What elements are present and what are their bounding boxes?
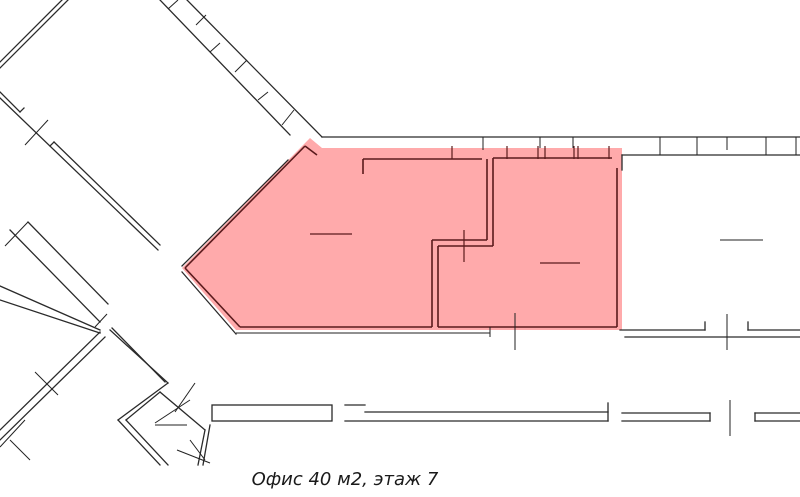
caption-text: Офис 40 м2, этаж 7 (251, 469, 439, 490)
room-east-walls (619, 137, 800, 350)
corridor-south-walls (211, 400, 800, 436)
floor-plan (0, 0, 800, 466)
room-north-west-walls (0, 0, 800, 383)
office-caption: Офис 40 м2, этаж 7 (0, 466, 800, 494)
office-walls (181, 137, 618, 350)
office-highlight-area[interactable] (182, 138, 622, 330)
room-south-west-walls (0, 329, 211, 466)
